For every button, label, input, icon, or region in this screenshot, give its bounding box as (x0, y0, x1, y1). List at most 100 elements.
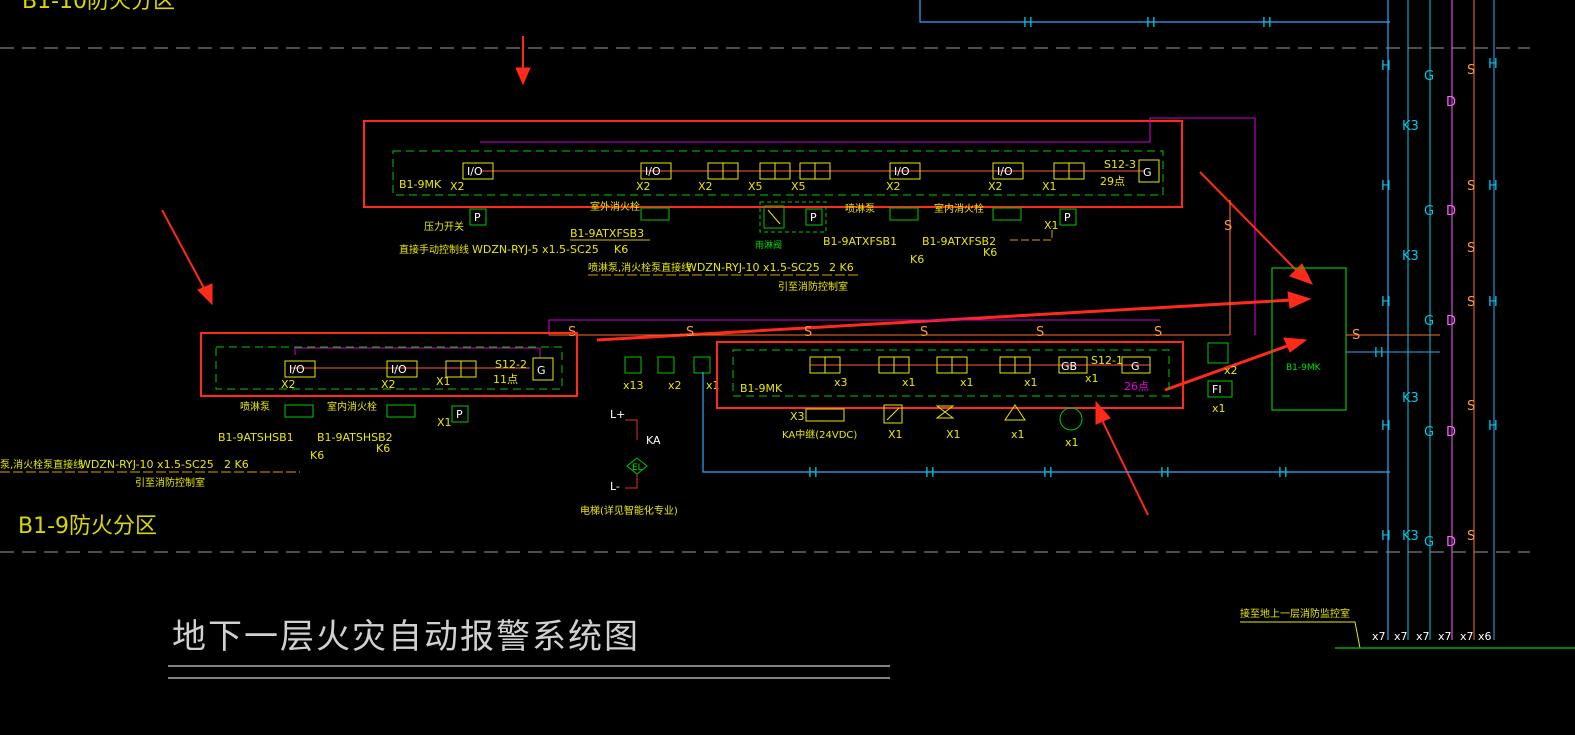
svg-text:G: G (1424, 535, 1434, 550)
svg-text:H: H (1381, 529, 1391, 544)
svg-text:x6: x6 (1478, 630, 1492, 643)
io-module[interactable] (386, 360, 418, 378)
svg-text:K3: K3 (1402, 391, 1419, 406)
red-highlight-box-left (200, 332, 578, 397)
svg-text:P: P (810, 211, 817, 224)
loop-points: 29点 (1100, 175, 1125, 188)
module-symbol: I/O (467, 165, 483, 178)
dashed-module-enclosure-right (732, 349, 1170, 397)
cable-k6: K6 (614, 243, 628, 256)
detector-count: x2 (668, 379, 682, 392)
module-count: X5 (748, 180, 763, 193)
label-outdoor-hydrant: 室外消火栓 (590, 200, 640, 213)
svg-text:H: H (1381, 179, 1391, 194)
panel-b1-9mk[interactable] (1271, 267, 1347, 411)
magenta-loop-top (480, 117, 1256, 335)
module-symbol: I/O (997, 165, 1013, 178)
detector-count: x13 (623, 379, 644, 392)
io-module[interactable] (640, 162, 672, 180)
box-name-top: B1-9MK (399, 178, 442, 191)
magenta-loop-mid (548, 319, 1160, 335)
module-count: X2 (698, 180, 713, 193)
svg-text:D: D (1446, 425, 1456, 440)
module-base (889, 207, 919, 221)
cable-2k6: 2 K6 (829, 261, 854, 274)
g-module[interactable] (1138, 159, 1160, 183)
io-module[interactable] (284, 360, 316, 378)
module-count: x1 (902, 376, 916, 389)
module-count: x3 (834, 376, 848, 389)
module-symbol: G (537, 364, 546, 377)
zone-label-b1-9: B1-9防火分区 (18, 514, 157, 539)
svg-text:H: H (1488, 419, 1498, 434)
relay-l-plus: L+ (610, 408, 625, 421)
loop-label: S12-2 (495, 358, 527, 371)
device-count: X1 (888, 428, 903, 441)
cable-k6-a: K6 (310, 449, 324, 462)
module-symbol: I/O (289, 363, 305, 376)
s-mark: S (1352, 328, 1360, 343)
svg-text:S: S (1467, 529, 1475, 544)
svg-text:S: S (1467, 295, 1475, 310)
label-indoor-hydrant: 室内消火栓 (934, 202, 984, 215)
h-mark: H (1262, 16, 1272, 31)
drawing-title: 地下一层火灾自动报警系统图 (172, 617, 640, 657)
module-symbol: G (1143, 166, 1152, 179)
speaker-icon (1059, 407, 1083, 431)
h-mark: H (925, 466, 935, 481)
cable-spec: WDZN-RYJ-5 x1.5-SC25 (472, 243, 599, 256)
module-base (640, 207, 670, 221)
relay-el: EL (632, 463, 643, 473)
label-pressure-switch: 压力开关 (424, 220, 464, 233)
cable-to-control-room: 引至消防控制室 (778, 280, 848, 293)
loop-label: S12-1 (1091, 354, 1123, 367)
svg-text:x7: x7 (1438, 630, 1452, 643)
g-module[interactable] (1121, 356, 1151, 374)
module-count: x1 (960, 376, 974, 389)
io-module[interactable] (992, 162, 1024, 180)
count-x1: X1 (437, 416, 452, 429)
svg-text:G: G (1424, 204, 1434, 219)
svg-text:x7: x7 (1460, 630, 1474, 643)
red-highlight-box-top (363, 120, 1183, 208)
device-count: x1 (1011, 428, 1025, 441)
s-mark: S (686, 325, 694, 340)
relay-ka: KA (646, 434, 661, 447)
svg-text:H: H (1488, 179, 1498, 194)
svg-text:K3: K3 (1402, 529, 1419, 544)
top-modules: I/O X2 I/O X2 X2 X5 X5 I/O X2 I/O X2 X1 … (450, 158, 1160, 193)
cable-2k6: 2 K6 (224, 458, 249, 471)
svg-text:D: D (1446, 204, 1456, 219)
s-mark: S (920, 325, 928, 340)
h-mark: H (1023, 16, 1033, 31)
label-ka-relay: KA中继(24VDC) (782, 428, 857, 441)
loop-points: 26点 (1124, 380, 1149, 393)
cable-k6-a: K6 (910, 253, 924, 266)
valve-device (763, 205, 785, 229)
module-symbol: I/O (645, 165, 661, 178)
left-modules: I/O X2 I/O X2 X1 G S12-2 11点 (281, 357, 554, 391)
panel-label: B1-9MK (1286, 363, 1322, 373)
cable-shsb1: B1-9ATSHSB1 (218, 431, 294, 444)
io-module[interactable] (889, 162, 921, 180)
loop-label: S12-3 (1104, 158, 1136, 171)
cable-k6-b: K6 (376, 442, 390, 455)
g-module[interactable] (532, 357, 554, 381)
cable-spec-10: WDZN-RYJ-10 x1.5-SC25 (686, 261, 820, 274)
gb-module[interactable] (1058, 356, 1088, 374)
module-count: X1 (1042, 180, 1057, 193)
module-count: x1 (1085, 372, 1099, 385)
device-count: x1 (1065, 436, 1079, 449)
riser-lines (1387, 0, 1495, 640)
h-mark: H (1146, 16, 1156, 31)
module-count: X2 (988, 180, 1003, 193)
module-count: X2 (636, 180, 651, 193)
label-sprinkler-pump: 喷淋泵 (845, 202, 875, 215)
svg-text:G: G (1424, 69, 1434, 84)
side-device-count: x1 (1212, 402, 1226, 415)
ka-relay (805, 408, 845, 422)
io-module[interactable] (462, 162, 494, 180)
cable-to-control-room: 引至消防控制室 (135, 476, 205, 489)
svg-text:H: H (1381, 419, 1391, 434)
